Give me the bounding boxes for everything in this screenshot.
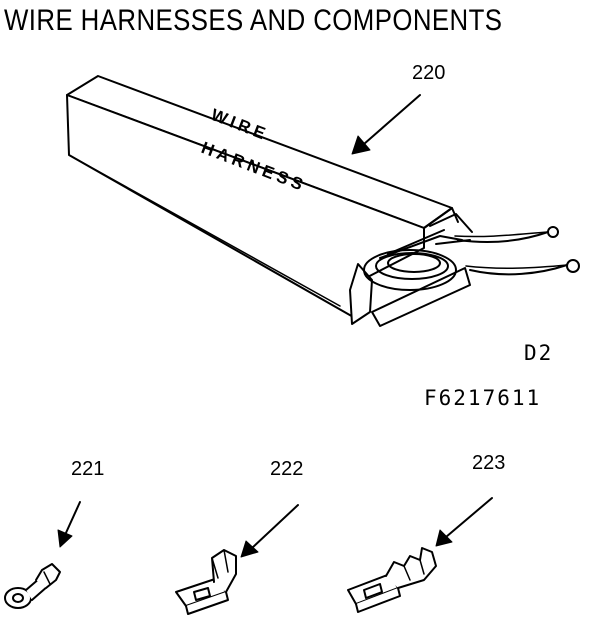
- wire-harness-box: WIRE HARNESS: [66, 75, 580, 327]
- callout-223: 223: [472, 452, 506, 474]
- diagram-code: D2: [524, 341, 554, 365]
- pointer-arrows: [57, 94, 493, 558]
- spade-terminal: [347, 547, 437, 613]
- flag-terminal: [175, 549, 237, 615]
- callout-222: 222: [270, 458, 304, 480]
- arrow-220: [363, 94, 421, 145]
- part-code: F6217611: [424, 386, 542, 410]
- callout-220: 220: [412, 62, 446, 84]
- callout-221: 221: [71, 458, 105, 480]
- diagram-title: WIRE HARNESSES AND COMPONENTS: [4, 4, 503, 37]
- ring-terminal: [4, 563, 61, 609]
- arrow-222: [251, 504, 299, 549]
- arrow-223: [445, 497, 493, 538]
- arrow-221: [64, 501, 81, 536]
- wire-leads: [454, 226, 580, 276]
